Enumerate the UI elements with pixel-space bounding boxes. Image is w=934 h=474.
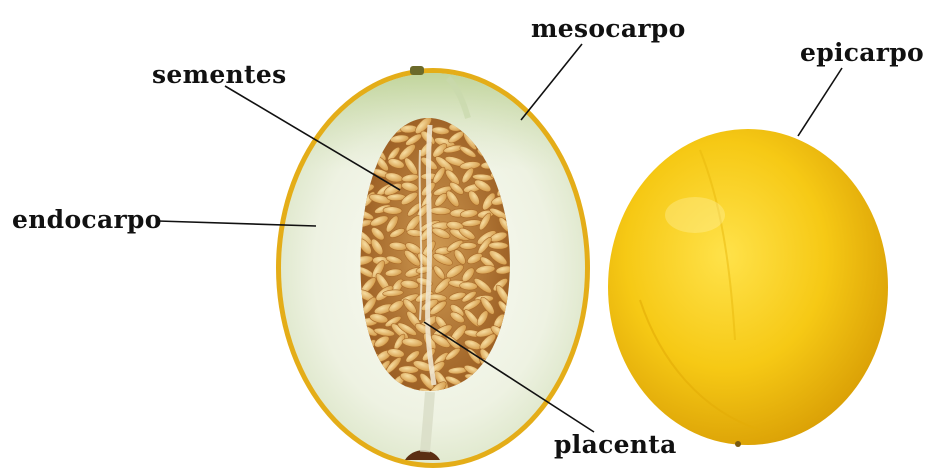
melon-half <box>276 66 590 468</box>
leader-line-epicarpo <box>798 68 842 136</box>
leader-line-mesocarpo <box>521 44 582 120</box>
label-mesocarpo: mesocarpo <box>531 16 686 41</box>
melon-half-streak <box>425 392 430 452</box>
whole-melon-blossom-end <box>735 441 741 447</box>
whole-melon-body <box>608 129 888 445</box>
label-endocarpo: endocarpo <box>12 207 162 232</box>
whole-melon <box>608 129 888 447</box>
label-placenta: placenta <box>554 432 677 457</box>
seed <box>460 242 477 249</box>
label-sementes: sementes <box>152 62 286 87</box>
melon-stem-scar <box>410 66 424 75</box>
seed <box>488 242 508 250</box>
label-epicarpo: epicarpo <box>800 40 924 65</box>
whole-melon-highlight <box>665 197 725 233</box>
